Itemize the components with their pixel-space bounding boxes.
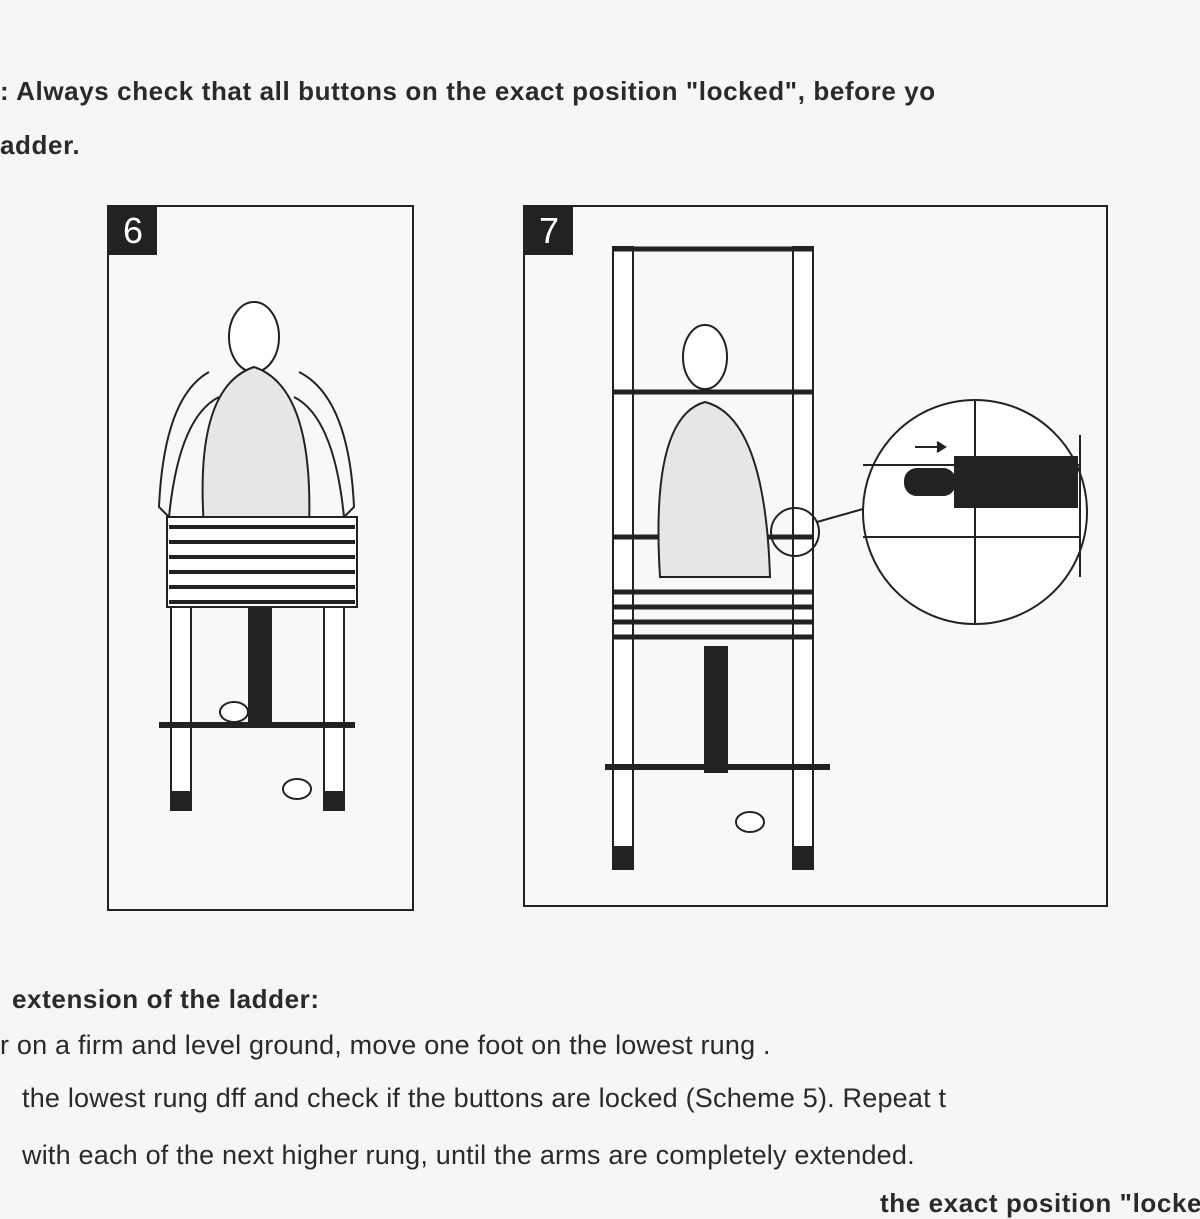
figure-6: 6 [107,205,414,911]
instruction-line-2: the lowest rung dff and check if the but… [22,1083,947,1113]
section-heading: extension of the ladder: [12,984,320,1014]
figure-7: 7 [523,205,1108,907]
ladder-extending-illustration [605,246,1088,870]
figure-7-number: 7 [525,207,573,255]
instruction-line-4-partial: the exact position "locked" [880,1188,1200,1218]
instruction-line-3: with each of the next higher rung, until… [22,1140,915,1170]
warning-line-1: : Always check that all buttons on the e… [0,76,936,106]
figure-6-number: 6 [109,207,157,255]
warning-line-2: adder. [0,130,81,160]
instruction-line-1: r on a firm and level ground, move one f… [0,1030,771,1060]
ladder-collapsed-illustration [157,301,358,811]
